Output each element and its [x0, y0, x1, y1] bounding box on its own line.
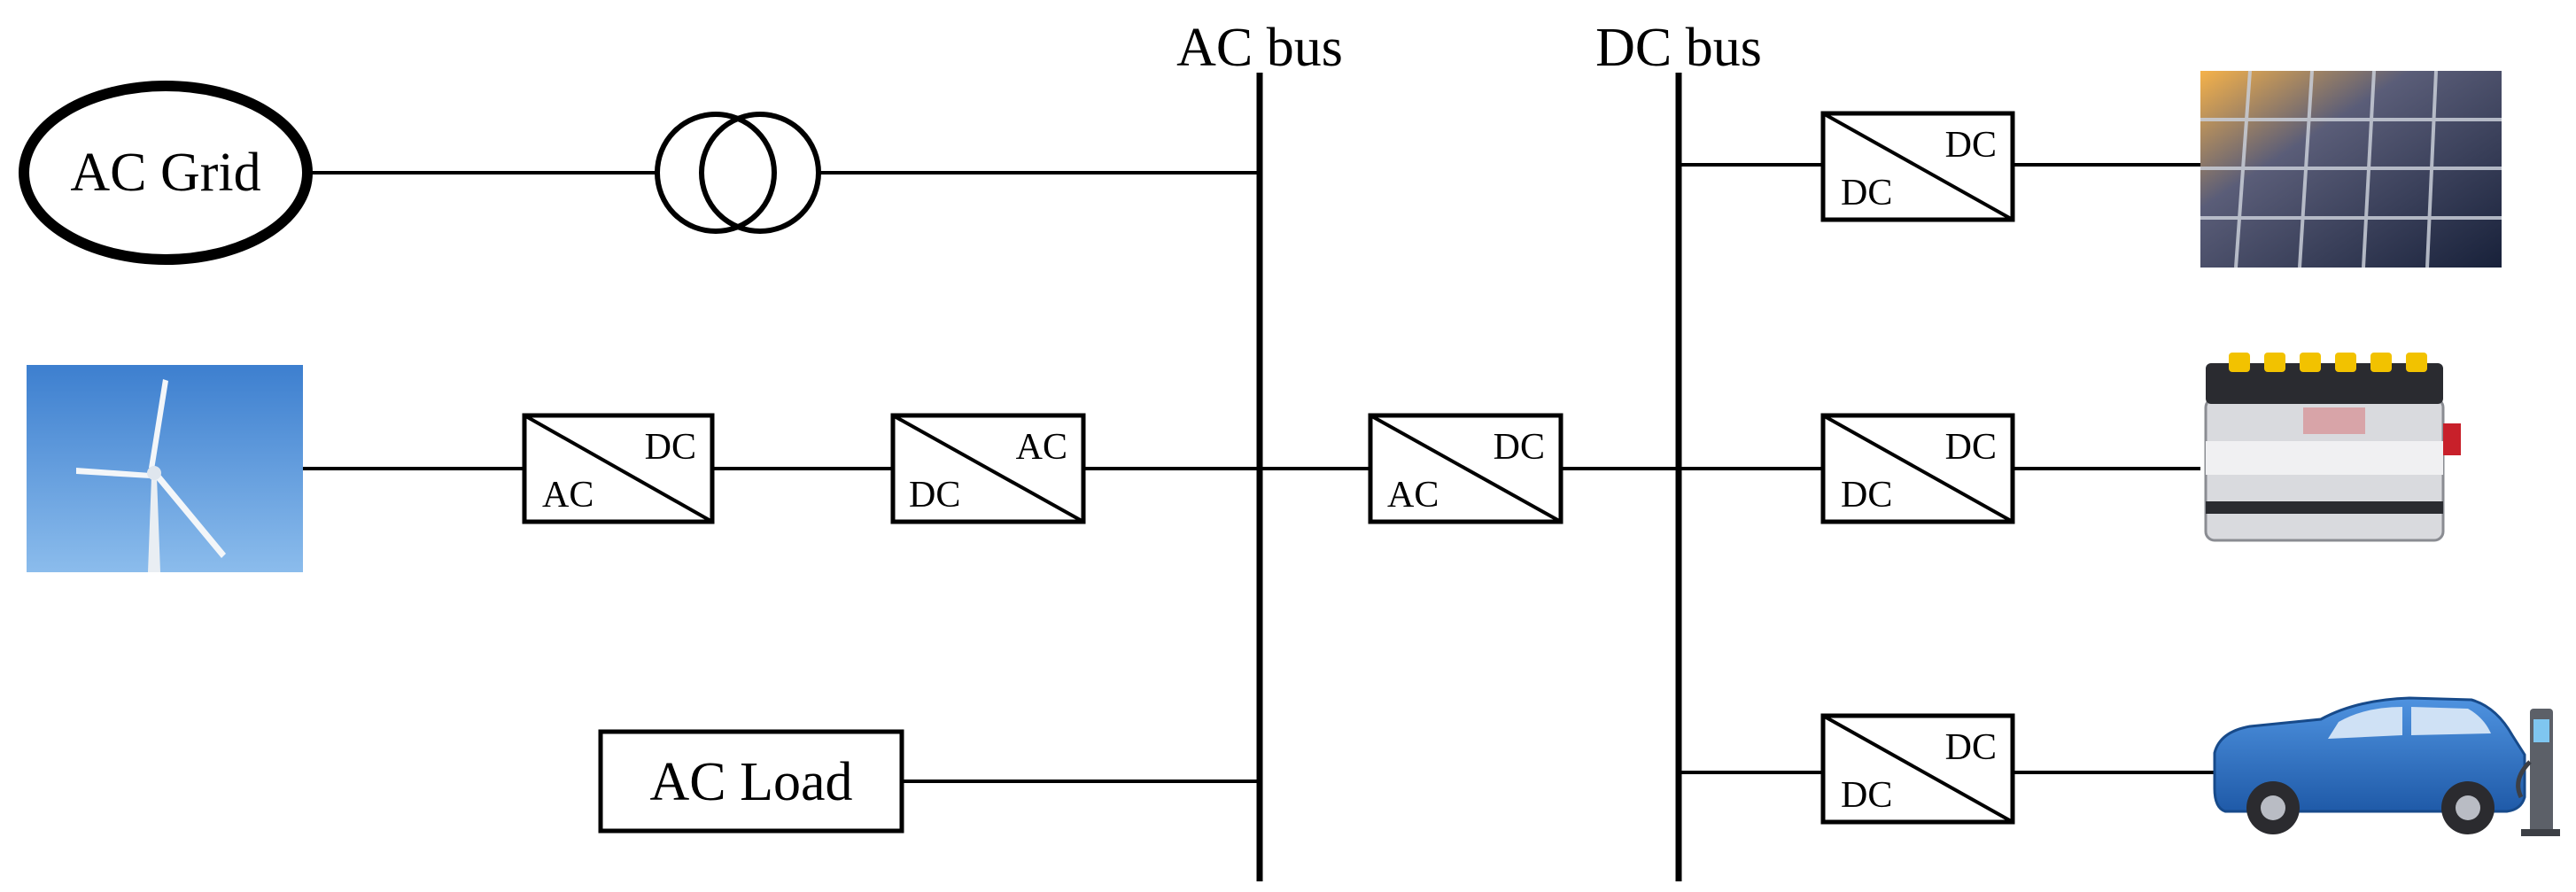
- converter-bottom-label: AC: [1387, 475, 1439, 516]
- converter-top-label: DC: [645, 427, 696, 468]
- converter-diagonal: [1369, 414, 1562, 524]
- ac-load-label: AC Load: [649, 752, 852, 812]
- converter-bottom-label: DC: [909, 475, 960, 516]
- wind-turbine-icon: [27, 365, 303, 572]
- converter-wind-rect: DC AC: [522, 413, 715, 524]
- converter-top-label: DC: [1945, 727, 1997, 768]
- ac-bus: AC bus: [1176, 18, 1343, 881]
- converter-diagonal: [1822, 112, 2013, 221]
- converter-bottom-label: DC: [1841, 173, 1892, 213]
- converter-diagonal: [524, 414, 713, 524]
- load-branch: AC Load: [598, 729, 1260, 834]
- ac-grid-label: AC Grid: [70, 143, 260, 203]
- transformer-icon: [655, 112, 821, 234]
- ev-branch: DC DC: [1679, 696, 2560, 836]
- converter-batt-dcdc: DC DC: [1820, 413, 2015, 524]
- converter-top-label: DC: [1494, 427, 1545, 468]
- converter-pv-dcdc: DC DC: [1820, 111, 2015, 222]
- converter-diagonal: [1822, 414, 2013, 524]
- converter-diagonal: [1822, 714, 2013, 824]
- converter-wind-inv: AC DC: [890, 413, 1086, 524]
- converter-top-label: AC: [1016, 427, 1067, 468]
- electric-car-icon: [2213, 696, 2560, 836]
- converter-bottom-label: DC: [1841, 775, 1892, 816]
- battery-branch: DC DC: [1820, 353, 2461, 542]
- battery-icon: [2204, 353, 2461, 542]
- ac-bus-label: AC bus: [1176, 18, 1343, 78]
- dc-bus: DC bus: [1595, 18, 1762, 881]
- wind-branch: DC AC AC DC DC AC: [27, 365, 1823, 572]
- solar-panel-icon: [2200, 70, 2502, 268]
- converter-bottom-label: DC: [1841, 475, 1892, 516]
- converter-diagonal: [892, 414, 1084, 524]
- pv-branch: DC DC: [1679, 70, 2502, 268]
- dc-bus-label: DC bus: [1595, 18, 1762, 78]
- converter-interlink: DC AC: [1368, 413, 1563, 524]
- converter-top-label: DC: [1945, 427, 1997, 468]
- converter-top-label: DC: [1945, 125, 1997, 166]
- grid-branch: AC Grid: [19, 81, 1260, 265]
- converter-ev-dcdc: DC DC: [1820, 713, 2015, 825]
- converter-bottom-label: AC: [542, 475, 594, 516]
